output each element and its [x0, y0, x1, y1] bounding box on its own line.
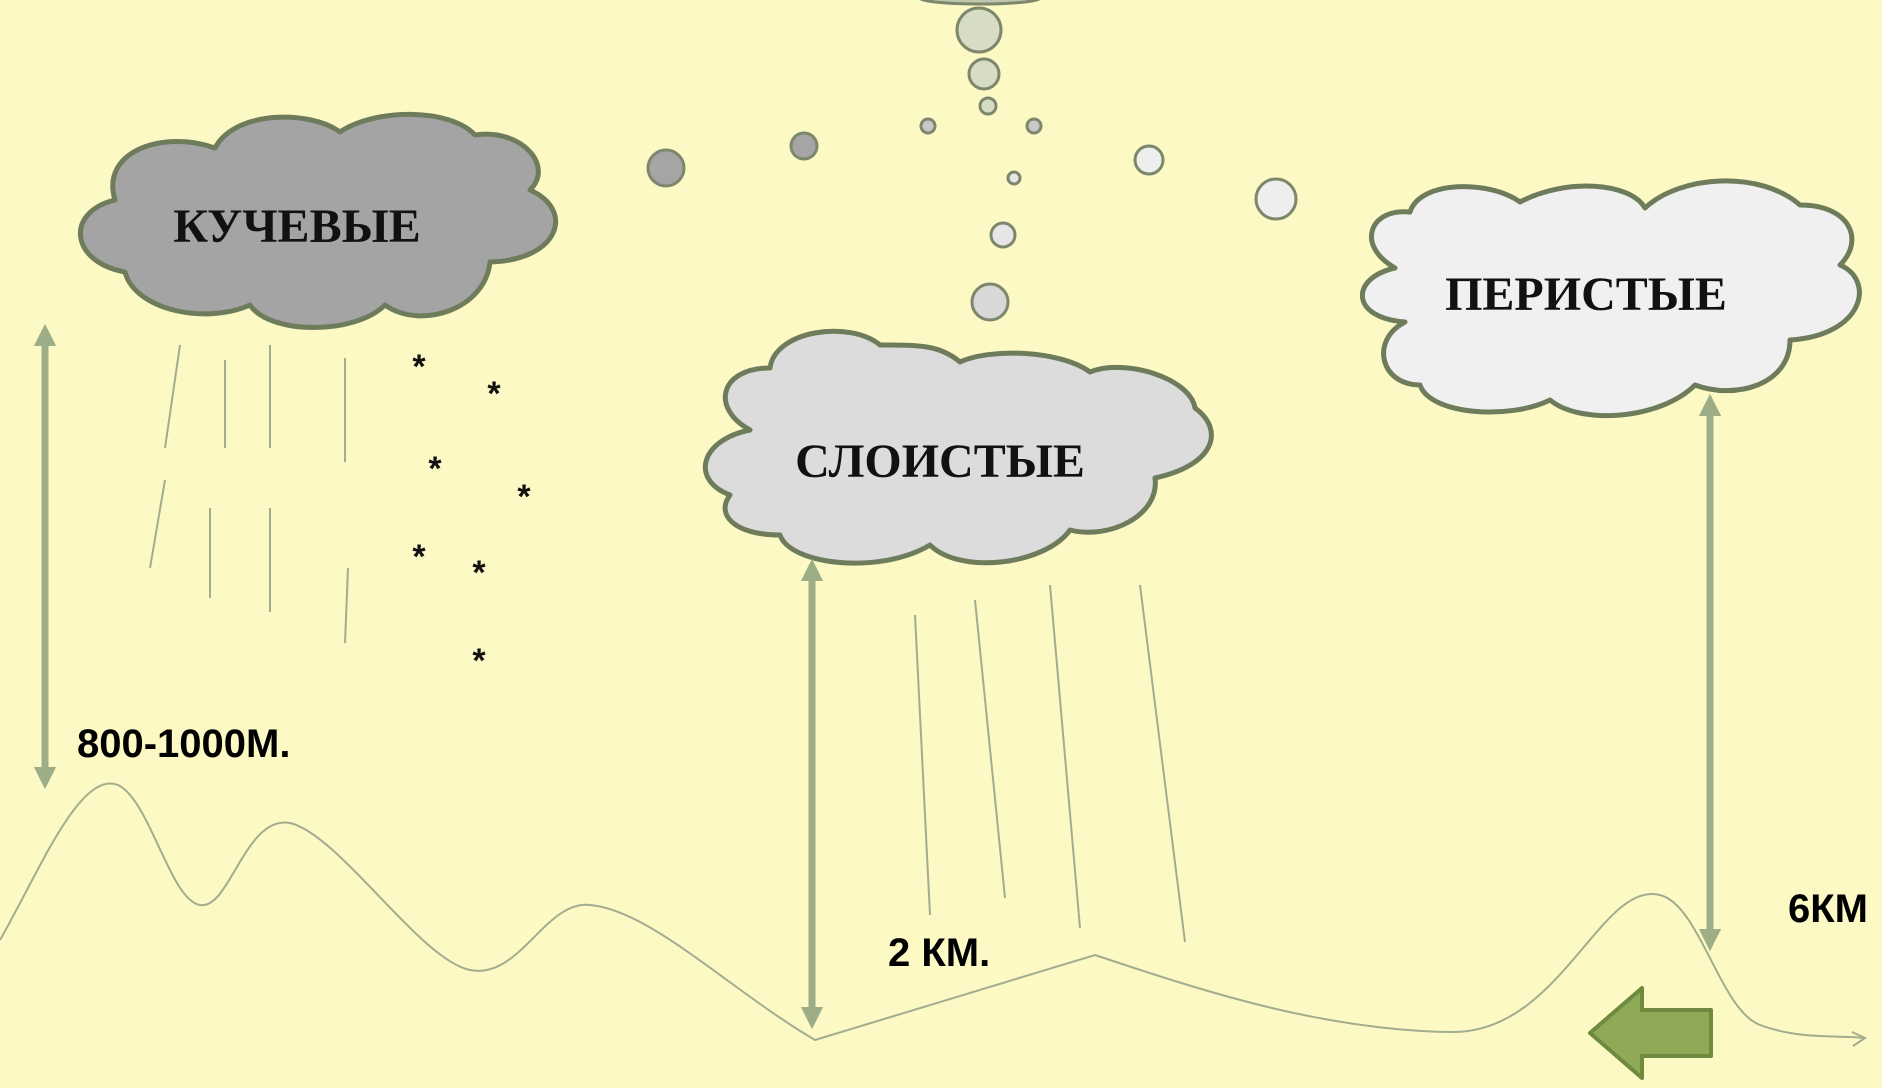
stratus-rain	[914, 584, 1186, 943]
stratus-distance: 2 КМ.	[888, 931, 990, 975]
snow-star: *	[487, 375, 501, 413]
stratus-cloud: СЛОИСТЫЕ	[702, 328, 1214, 566]
snow-star: *	[472, 642, 486, 680]
stratus-label: СЛОИСТЫЕ	[795, 435, 1085, 488]
cumulus-distance: 800-1000М.	[77, 722, 290, 766]
cirrus-label: ПЕРИСТЫЕ	[1445, 268, 1727, 321]
cumulus-rain	[149, 344, 349, 644]
snow-star: *	[428, 450, 442, 488]
terrain-line	[0, 782, 1866, 1042]
cirrus-distance: 6КМ	[1788, 887, 1868, 931]
terrain-end-mark	[1851, 1031, 1868, 1047]
snow-star: *	[412, 538, 426, 576]
back-button[interactable]	[1588, 986, 1713, 1080]
cirrus-cloud: ПЕРИСТЫЕ	[1360, 178, 1862, 419]
snow-stars: * * * * * * *	[412, 348, 531, 680]
snow-star: *	[412, 348, 426, 386]
snow-star: *	[472, 554, 486, 592]
cumulus-cloud: КУЧЕВЫЕ	[77, 111, 558, 330]
snow-star: *	[517, 478, 531, 516]
cumulus-label: КУЧЕВЫЕ	[173, 200, 420, 253]
bubbles	[646, 0, 1298, 322]
left-arrow-icon	[1588, 986, 1713, 1080]
